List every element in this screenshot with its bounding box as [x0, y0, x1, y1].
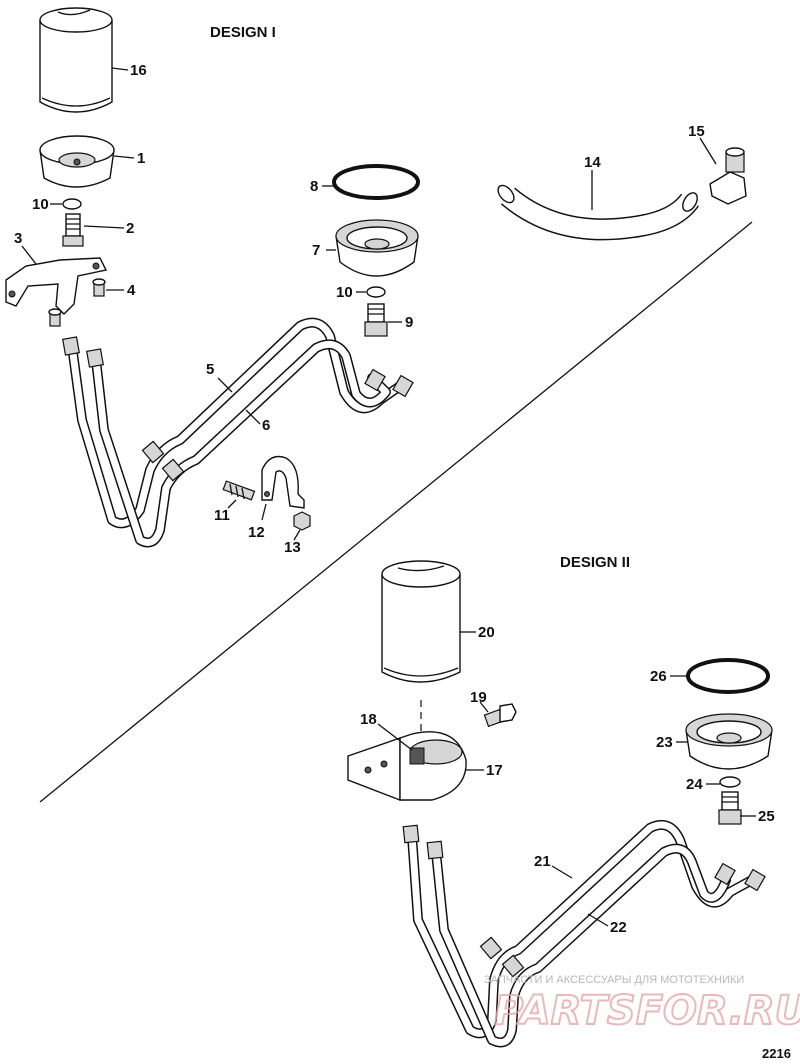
design-2-title: DESIGN II [560, 554, 630, 571]
callout-25: 25 [758, 808, 775, 825]
part-8-seal-ring-inner [337, 168, 415, 196]
design-separator-line [39, 221, 753, 803]
figure-number: 2216 [762, 1046, 791, 1061]
callout-13: 13 [284, 539, 301, 556]
part-9-fitting [364, 303, 388, 337]
callout-9: 9 [405, 314, 413, 331]
part-1-filter-adapter [39, 135, 115, 188]
watermark-tagline: ЗАПЧАСТИ И АКСЕССУАРЫ ДЛЯ МОТОТЕХНИКИ [484, 974, 744, 986]
callout-22: 22 [610, 919, 627, 936]
callout-5: 5 [206, 361, 214, 378]
callout-6: 6 [262, 417, 270, 434]
callout-1: 1 [137, 150, 145, 167]
part-10-o-ring-a [62, 198, 82, 210]
part-10-o-ring-b [366, 286, 386, 298]
part-26-seal-ring [686, 658, 770, 694]
part-2-fitting [62, 213, 84, 247]
callout-26: 26 [650, 668, 667, 685]
callout-19: 19 [470, 689, 487, 706]
part-23-filter-adapter [685, 713, 773, 770]
callout-8: 8 [310, 178, 318, 195]
watermark-logo: PARTSFOR.RU [494, 988, 800, 1034]
part-16-oil-filter [39, 7, 113, 113]
callout-11: 11 [214, 507, 230, 524]
part-21-22-cooler-lines [402, 820, 766, 1048]
part-15-elbow-fitting [709, 147, 747, 205]
callout-14: 14 [584, 154, 601, 171]
part-5-6-cooler-lines [62, 317, 414, 548]
part-25-fitting [718, 791, 742, 825]
callout-12: 12 [248, 524, 265, 541]
callout-23: 23 [656, 734, 673, 751]
design-1-title: DESIGN I [210, 24, 276, 41]
callout-17: 17 [486, 762, 503, 779]
callout-3: 3 [14, 230, 22, 247]
part-14-hose [497, 184, 700, 241]
part-7-filter-adapter [335, 219, 419, 277]
part-8-seal-ring [332, 164, 420, 200]
callout-10-b: 10 [336, 284, 353, 301]
leader-lines [21, 67, 756, 927]
callout-16: 16 [130, 62, 147, 79]
callout-7: 7 [312, 242, 320, 259]
part-26-seal-ring-inner [691, 662, 765, 690]
part-13-nut [293, 511, 311, 531]
callout-15: 15 [688, 123, 705, 140]
part-17-filter-head [347, 731, 467, 802]
part-3-bracket [5, 257, 108, 315]
callout-20: 20 [478, 624, 495, 641]
callout-24: 24 [686, 776, 703, 793]
part-4-screw-lower [48, 308, 62, 327]
part-24-o-ring [719, 776, 741, 788]
callout-21: 21 [534, 853, 551, 870]
part-12-clamp [261, 455, 305, 509]
callout-18: 18 [360, 711, 377, 728]
part-4-screw [92, 278, 106, 297]
part-20-oil-filter [381, 560, 461, 683]
part-11-stud [222, 480, 256, 501]
callout-10-a: 10 [32, 196, 49, 213]
callout-4: 4 [127, 282, 136, 299]
part-19-bolt [483, 703, 517, 728]
callout-2: 2 [126, 220, 134, 237]
